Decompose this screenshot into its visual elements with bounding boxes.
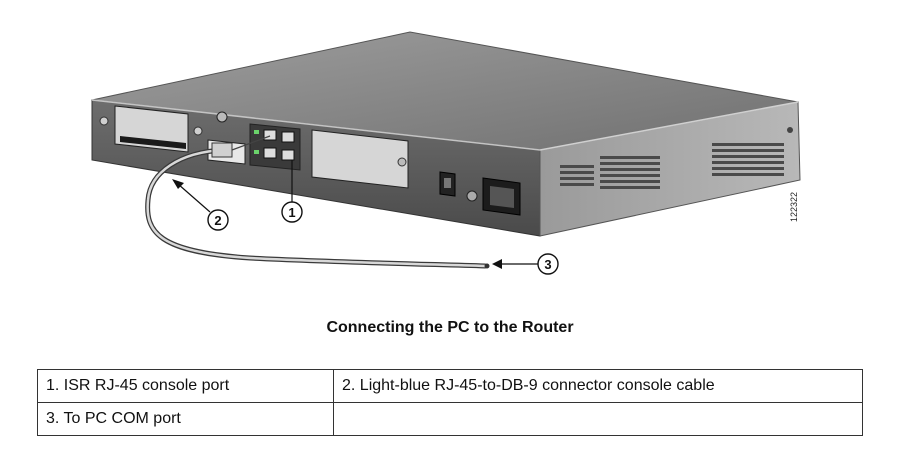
compact-flash-slot (120, 136, 186, 149)
figure-caption: Connecting the PC to the Router (326, 319, 574, 336)
status-led-2 (254, 150, 259, 154)
callout-2: 2 (172, 179, 229, 231)
cable-end (484, 263, 490, 269)
legend-cell (333, 402, 863, 436)
slot-screw (193, 126, 203, 136)
callout-2-number: 2 (214, 213, 221, 228)
figure-id: 122322 (789, 192, 799, 222)
side-screw (787, 127, 793, 133)
side-vent-grilles (560, 127, 793, 189)
callout-1-circle (281, 201, 303, 223)
ethernet-port-0 (263, 147, 277, 159)
callout-2-circle (207, 209, 229, 231)
power-ground (466, 190, 478, 202)
callout-1: 1 (281, 160, 303, 223)
callout-3-circle (537, 253, 559, 275)
legend-table: 1. ISR RJ-45 console port 2. Light-blue … (37, 369, 863, 436)
status-led-1 (254, 130, 259, 134)
legend-cell: 2. Light-blue RJ-45-to-DB-9 connector co… (333, 369, 863, 403)
aux-port (281, 131, 295, 143)
callout-3-number: 3 (544, 257, 551, 272)
callout-3: 3 (492, 253, 559, 275)
legend-row: 3. To PC COM port (37, 402, 863, 436)
callout-1-number: 1 (288, 205, 295, 220)
console-cable (145, 135, 490, 269)
router-illustration: 1 2 3 122322 (91, 31, 801, 275)
console-port (263, 129, 277, 141)
legend-cell: 3. To PC COM port (37, 402, 334, 436)
right-module-slot (311, 129, 409, 189)
ground-screw (216, 111, 228, 123)
power-inlet-socket (490, 186, 514, 208)
ethernet-port-1 (281, 149, 295, 161)
right-slot-screw (397, 157, 407, 167)
rj45-connector (211, 142, 233, 158)
power-switch-rocker (444, 178, 451, 188)
legend-row: 1. ISR RJ-45 console port 2. Light-blue … (37, 369, 863, 403)
left-screw (99, 116, 109, 126)
legend-cell: 1. ISR RJ-45 console port (37, 369, 334, 403)
